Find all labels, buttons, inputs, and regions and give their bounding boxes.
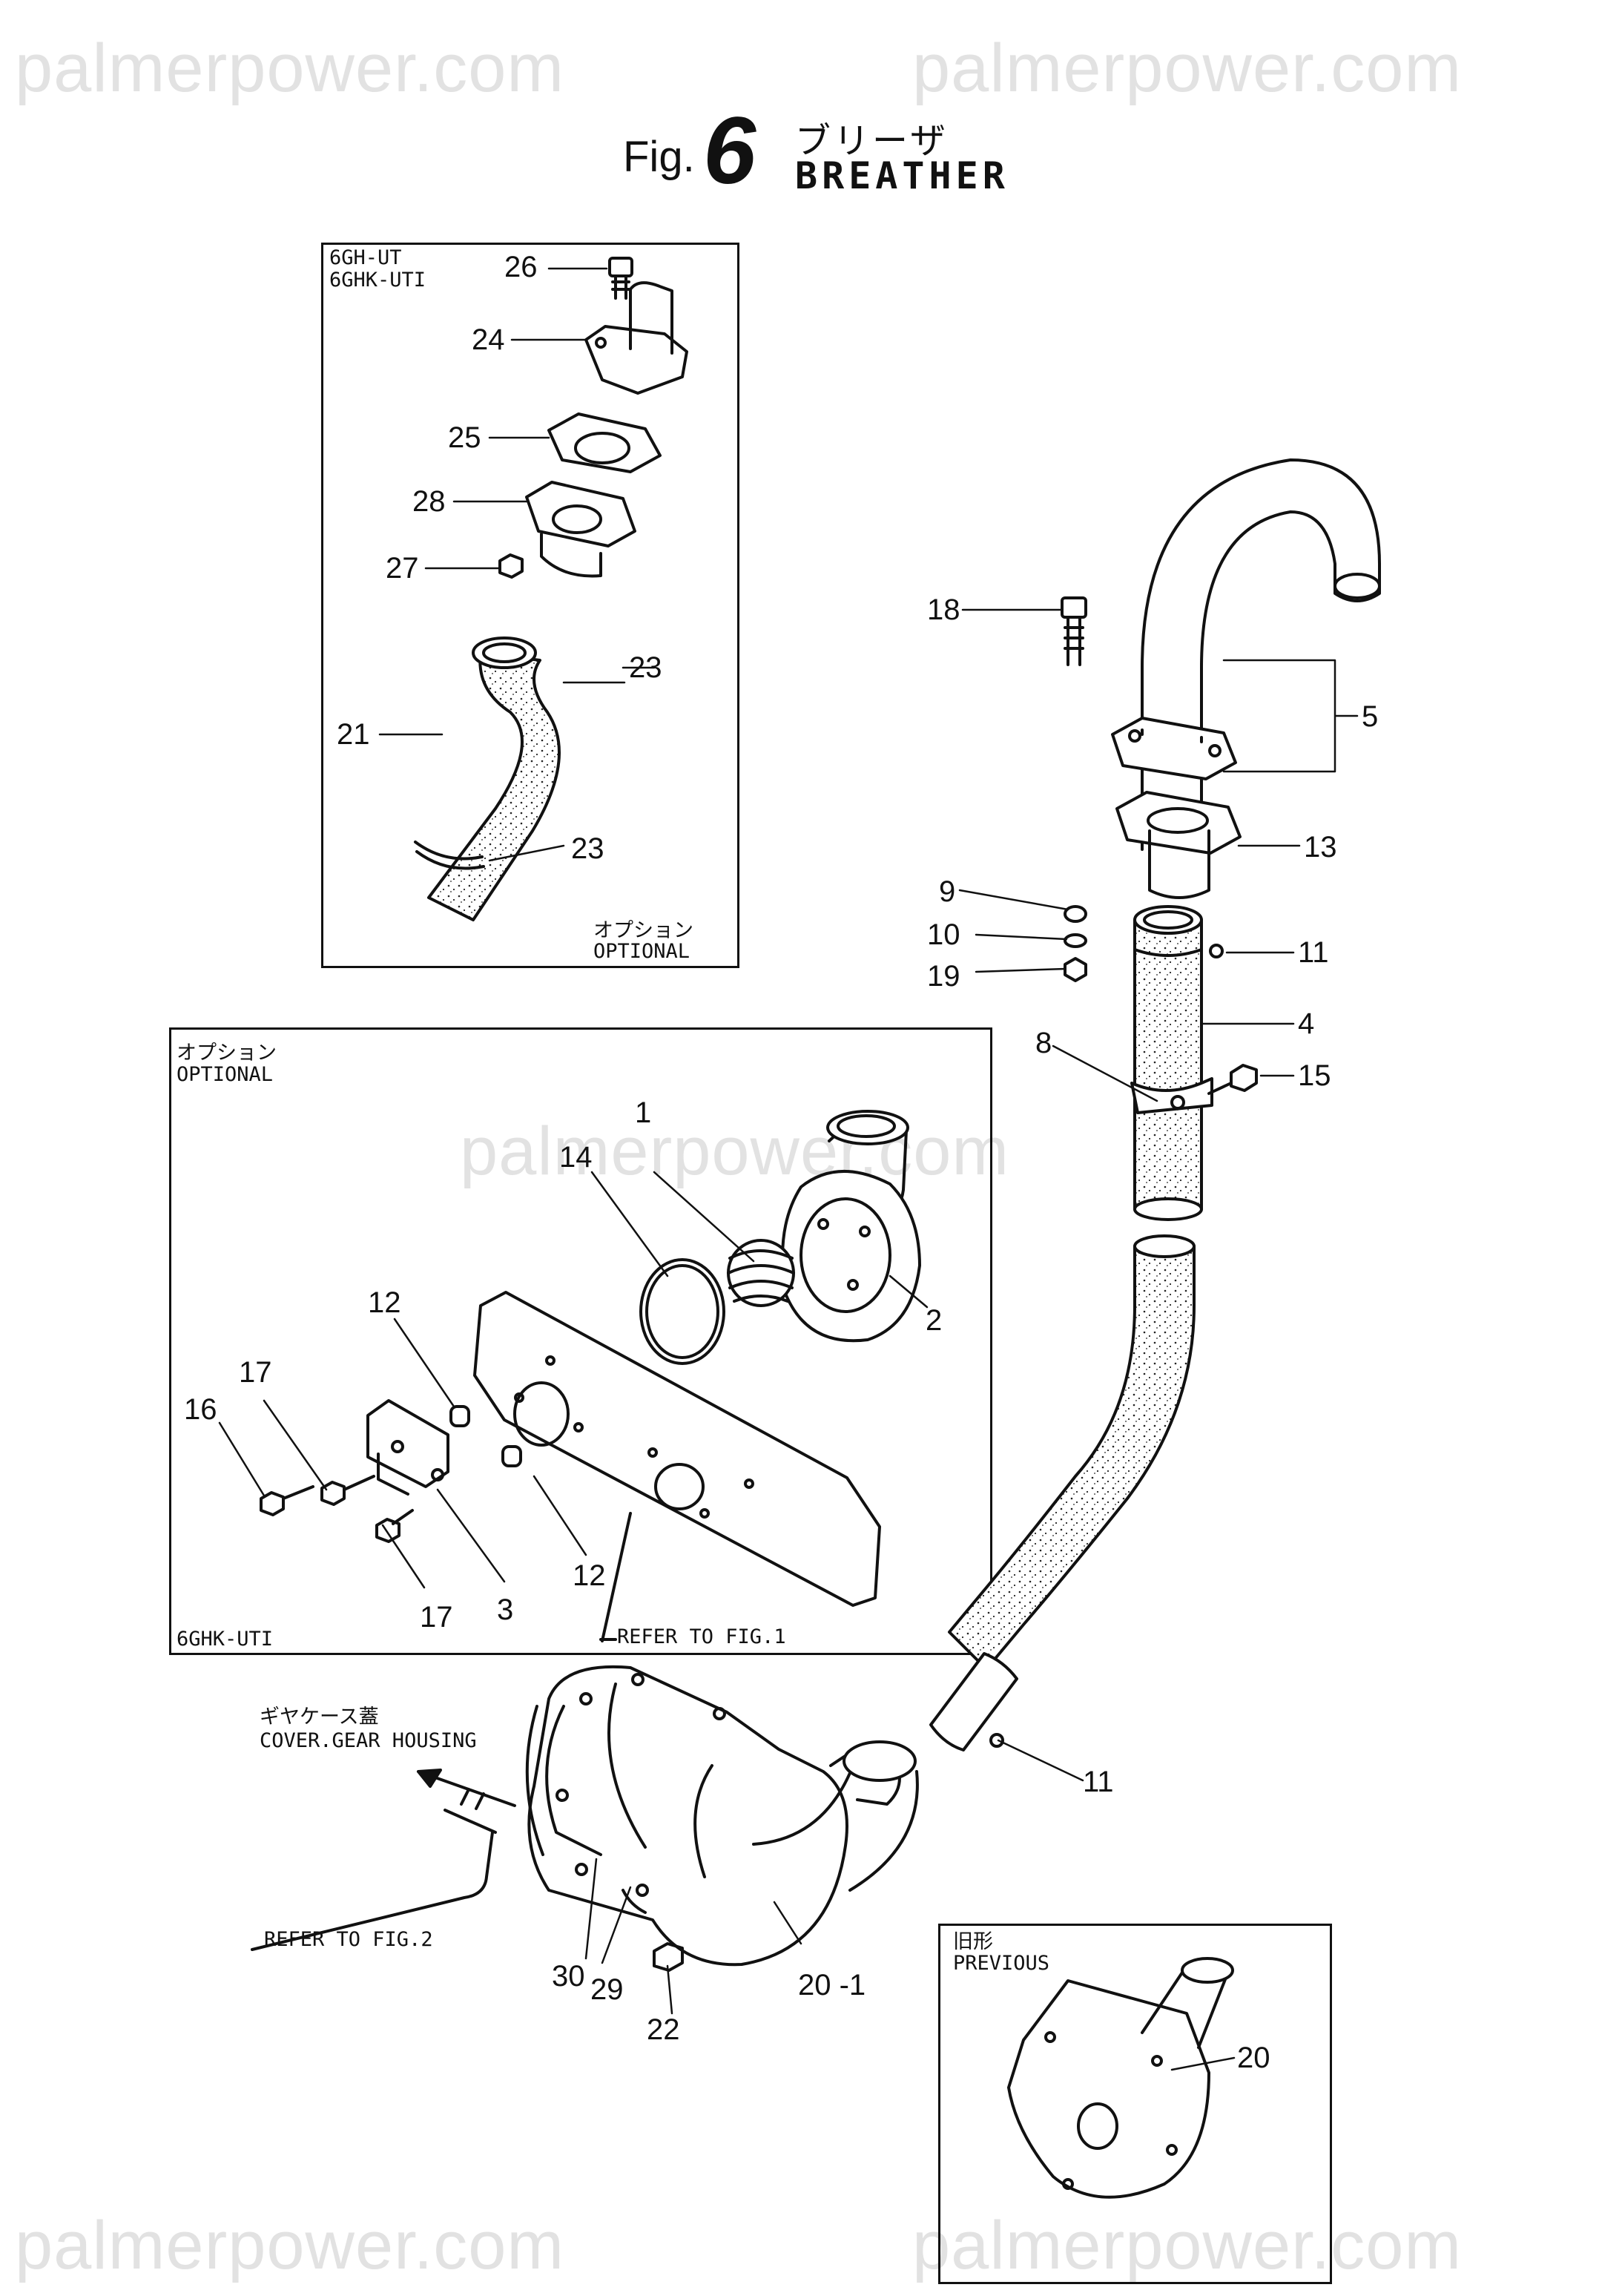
top-box-note-en: OPTIONAL bbox=[593, 940, 690, 963]
gasket-part-13 bbox=[1115, 791, 1242, 899]
bolts-parts-16-17 bbox=[260, 1475, 414, 1543]
callout-30: 30 bbox=[552, 1960, 585, 1993]
callout-2: 2 bbox=[926, 1304, 943, 1337]
callout-15: 15 bbox=[1298, 1059, 1331, 1092]
middle-box-model: 6GHK-UTI bbox=[177, 1628, 274, 1651]
gasket-part-29 bbox=[622, 1889, 647, 1914]
callout-23-top: 23 bbox=[629, 651, 662, 684]
callout-5: 5 bbox=[1362, 700, 1379, 733]
previous-box bbox=[938, 1924, 1332, 2284]
callout-17-lower: 17 bbox=[420, 1601, 453, 1634]
callout-26: 26 bbox=[504, 251, 538, 283]
callout-25: 25 bbox=[448, 421, 481, 454]
callout-11-top: 11 bbox=[1298, 936, 1329, 969]
callout-4: 4 bbox=[1298, 1007, 1315, 1040]
gear-housing-label-en: COVER.GEAR HOUSING bbox=[260, 1729, 477, 1752]
hose-part-21 bbox=[414, 637, 561, 921]
callout-12-lower: 12 bbox=[573, 1559, 606, 1592]
top-box-note-jp: オプション bbox=[593, 919, 693, 942]
figure-prefix: Fig. bbox=[623, 133, 695, 181]
callout-27: 27 bbox=[386, 552, 419, 585]
top-box-model-2: 6GHK-UTI bbox=[329, 269, 426, 292]
refer-fig1-bracket bbox=[599, 1512, 632, 1642]
bolt-part-15 bbox=[1207, 1064, 1258, 1095]
callout-19: 19 bbox=[927, 960, 960, 993]
callout-16: 16 bbox=[184, 1393, 217, 1426]
nut-part-27 bbox=[498, 553, 524, 579]
gear-housing-label-jp: ギヤケース蓋 bbox=[260, 1705, 379, 1728]
washer-parts-9-10-19 bbox=[1064, 905, 1087, 982]
callout-8: 8 bbox=[1035, 1027, 1052, 1059]
watermark-bottom-right: palmerpower.com bbox=[912, 2208, 1463, 2283]
callout-17-upper: 17 bbox=[239, 1356, 272, 1389]
refer-fig1-label: REFER TO FIG.1 bbox=[617, 1625, 786, 1648]
plate-part bbox=[473, 1291, 881, 1607]
middle-optional-box bbox=[169, 1027, 992, 1655]
callout-29: 29 bbox=[590, 1973, 624, 2006]
top-box-model-1: 6GH-UT bbox=[329, 246, 402, 269]
watermark-center: palmerpower.com bbox=[460, 1114, 1010, 1189]
callout-9: 9 bbox=[939, 875, 956, 908]
leader-lines bbox=[218, 267, 1359, 2071]
figure-number: 6 bbox=[703, 98, 756, 204]
callout-14: 14 bbox=[559, 1141, 593, 1174]
callout-13: 13 bbox=[1304, 831, 1337, 864]
flange-part-28 bbox=[525, 481, 636, 578]
gasket-part-25 bbox=[547, 412, 662, 473]
clamp-part-8 bbox=[1130, 1077, 1213, 1114]
breather-body-part-20-1 bbox=[527, 1665, 919, 1967]
stud-arrow bbox=[417, 1769, 516, 1810]
gasket-part-30 bbox=[525, 1705, 544, 1856]
figure-title-en: BREATHER bbox=[795, 154, 1009, 197]
bolt-part-18 bbox=[1061, 596, 1087, 666]
watermark-top-right: palmerpower.com bbox=[912, 30, 1463, 106]
element-part-1 bbox=[727, 1239, 795, 1307]
figure-title-jp: ブリーザ bbox=[795, 120, 949, 162]
elbow-part-24 bbox=[584, 281, 688, 395]
previous-box-note-jp: 旧形 bbox=[953, 1930, 993, 1953]
elbow-part-2 bbox=[781, 1110, 921, 1343]
bolt-part-26 bbox=[608, 257, 633, 300]
callout-23-bottom: 23 bbox=[571, 832, 604, 865]
o-ring-part-14 bbox=[639, 1258, 725, 1365]
breather-body-part-20 bbox=[1007, 1957, 1234, 2199]
middle-box-note-en: OPTIONAL bbox=[177, 1063, 274, 1086]
spacer-parts-12 bbox=[449, 1405, 522, 1467]
refer-fig2-bracket bbox=[251, 1809, 497, 1951]
callout-1: 1 bbox=[635, 1096, 652, 1129]
hose-long-part bbox=[929, 1234, 1196, 1751]
callout-24: 24 bbox=[472, 323, 505, 356]
callout-11-bottom: 11 bbox=[1083, 1766, 1114, 1798]
callout-12-upper: 12 bbox=[368, 1286, 401, 1319]
callout-20: 20 bbox=[1237, 2042, 1270, 2074]
middle-box-note-jp: オプション bbox=[177, 1042, 277, 1065]
callout-10: 10 bbox=[927, 918, 960, 951]
hose-part-4 bbox=[1133, 905, 1224, 1221]
callout-22: 22 bbox=[647, 2013, 680, 2046]
watermark-top-left: palmerpower.com bbox=[15, 30, 565, 106]
previous-box-note-en: PREVIOUS bbox=[953, 1952, 1050, 1975]
top-optional-box bbox=[321, 243, 739, 968]
callout-3: 3 bbox=[497, 1593, 514, 1626]
callout-20-1: 20 -1 bbox=[798, 1969, 866, 2001]
watermark-bottom-left: palmerpower.com bbox=[15, 2208, 565, 2283]
callout-18: 18 bbox=[927, 593, 960, 626]
callout-28: 28 bbox=[412, 485, 446, 518]
breather-pipe-part-5 bbox=[1111, 458, 1381, 851]
callout-21: 21 bbox=[337, 718, 370, 751]
nut-part-22 bbox=[653, 1942, 684, 1972]
bracket-part-3 bbox=[366, 1399, 449, 1496]
